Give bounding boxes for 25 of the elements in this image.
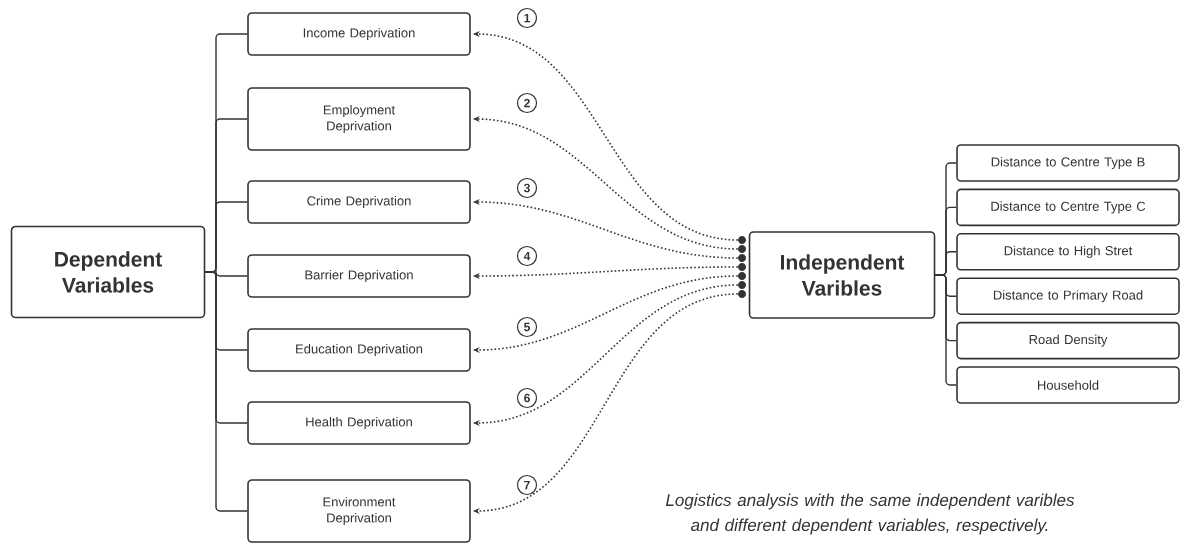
- item-box: Road Density: [956, 321, 1180, 360]
- tree-connector: [934, 274, 957, 386]
- item-box: Distance to Centre Type B: [956, 144, 1180, 182]
- category-box: Independent Varibles: [748, 231, 936, 319]
- item-box: Household: [956, 366, 1180, 404]
- edge-label: 4: [516, 245, 538, 267]
- edge-label: 1: [516, 7, 538, 29]
- edge-label: 6: [516, 387, 538, 409]
- tree-connector: [204, 271, 248, 512]
- item-box: Health Deprivation: [247, 401, 471, 445]
- item-box: Distance to Primary Road: [956, 277, 1180, 315]
- item-box: Education Deprivation: [247, 328, 471, 372]
- item-box: Income Deprivation: [247, 12, 471, 56]
- edge-label: 2: [516, 92, 538, 114]
- caption: Logistics analysis with the same independent varibles and different dependent variables, respectively.: [665, 493, 1075, 535]
- edge-label: 5: [516, 316, 538, 338]
- category-box: Dependent Variables: [10, 225, 206, 319]
- item-box: Distance to Centre Type C: [956, 188, 1180, 227]
- edge-label: 3: [516, 177, 538, 199]
- item-box: Barrier Deprivation: [247, 254, 471, 298]
- item-box: Environment Deprivation: [247, 479, 471, 543]
- item-box: Crime Deprivation: [247, 180, 471, 224]
- item-box: Distance to High Stret: [956, 233, 1180, 271]
- edge-label: 7: [516, 474, 538, 496]
- item-box: Employment Deprivation: [247, 87, 471, 151]
